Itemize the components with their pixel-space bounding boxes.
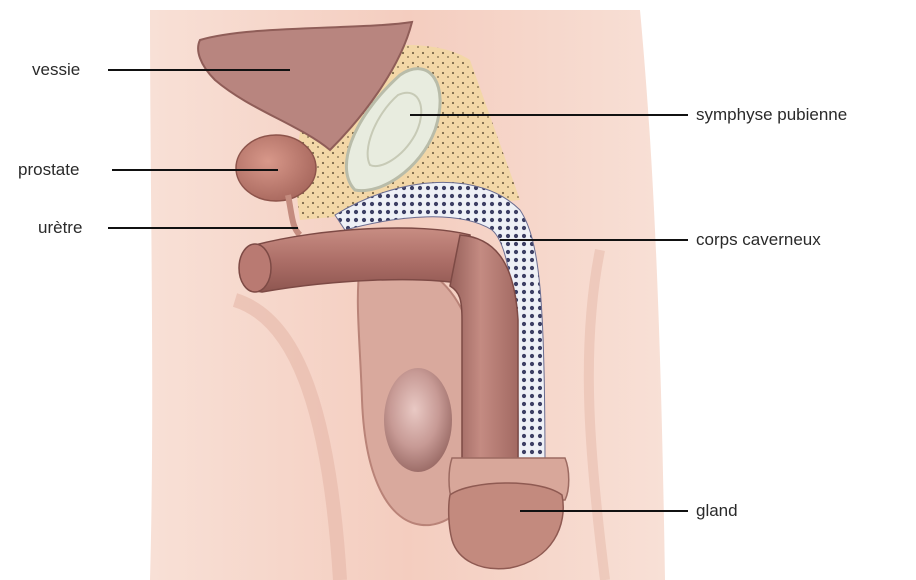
label-gland: gland	[696, 501, 738, 521]
testis	[384, 368, 452, 472]
label-corps-caverneux: corps caverneux	[696, 230, 821, 250]
label-symphyse-pubienne: symphyse pubienne	[696, 105, 847, 125]
label-uretre: urètre	[38, 218, 82, 238]
label-vessie: vessie	[32, 60, 80, 80]
label-prostate: prostate	[18, 160, 79, 180]
shaft-end	[239, 244, 271, 292]
prostate-gland	[236, 135, 316, 201]
